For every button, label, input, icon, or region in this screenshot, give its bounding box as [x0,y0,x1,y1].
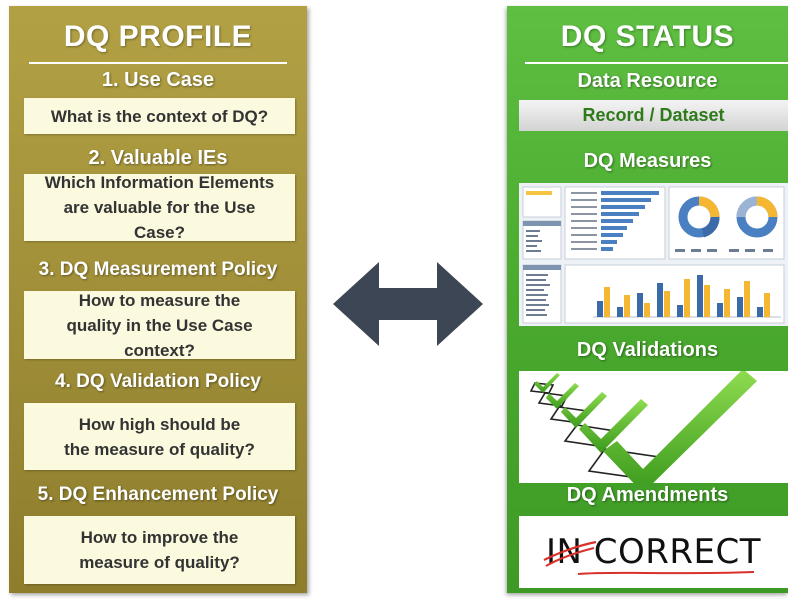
correction-underline [577,571,755,575]
question-text: Which Information Elements are valuable … [44,173,275,242]
data-resource-heading: Data Resource [577,70,718,92]
section-heading-validation-policy: 4. DQ Validation Policy [55,371,261,392]
question-validation-policy: How high should be the measure of qualit… [24,403,295,470]
dq-profile-panel: DQ PROFILE 1. Use Case What is the conte… [9,6,307,593]
dashboard-thumbnail [519,183,788,326]
strike-mark [543,540,597,567]
question-valuable-ies: Which Information Elements are valuable … [24,173,295,242]
status-title-divider [525,62,788,64]
incorrect-amendment-box: IN CORRECT [519,516,788,588]
dashboard-image [519,183,788,326]
question-enhancement-policy: How to improve the measure of quality? [24,516,295,584]
dq-measures-heading: DQ Measures [583,150,712,172]
status-title: DQ STATUS [560,20,735,53]
double-arrow-icon [333,262,483,346]
checkmark-icon [519,371,788,483]
struck-prefix: IN [543,532,597,572]
question-text: How to measure the quality in the Use Ca… [66,290,253,360]
profile-title: DQ PROFILE [63,20,253,53]
question-text: How high should be the measure of qualit… [64,414,255,459]
dq-validations-heading: DQ Validations [576,339,719,361]
dq-amendments-heading: DQ Amendments [566,484,729,506]
section-heading-enhancement-policy: 5. DQ Enhancement Policy [37,484,279,505]
section-heading-measurement-policy: 3. DQ Measurement Policy [38,259,278,280]
dq-status-panel: DQ STATUS Data Resource Record / Dataset… [507,6,788,593]
section-heading-valuable-ies: 2. Valuable IEs [88,147,228,169]
record-dataset-label: Record / Dataset [582,105,725,125]
question-measurement-policy: How to measure the quality in the Use Ca… [24,291,295,360]
correct-word: CORRECT [593,532,762,572]
question-text: How to improve the measure of quality? [79,528,240,572]
section-heading-use-case: 1. Use Case [101,69,215,91]
question-use-case: What is the context of DQ? [24,98,295,134]
record-dataset-box: Record / Dataset [519,100,788,131]
question-text: What is the context of DQ? [50,106,269,126]
profile-title-divider [29,62,287,64]
checklist-thumbnail [519,371,788,483]
